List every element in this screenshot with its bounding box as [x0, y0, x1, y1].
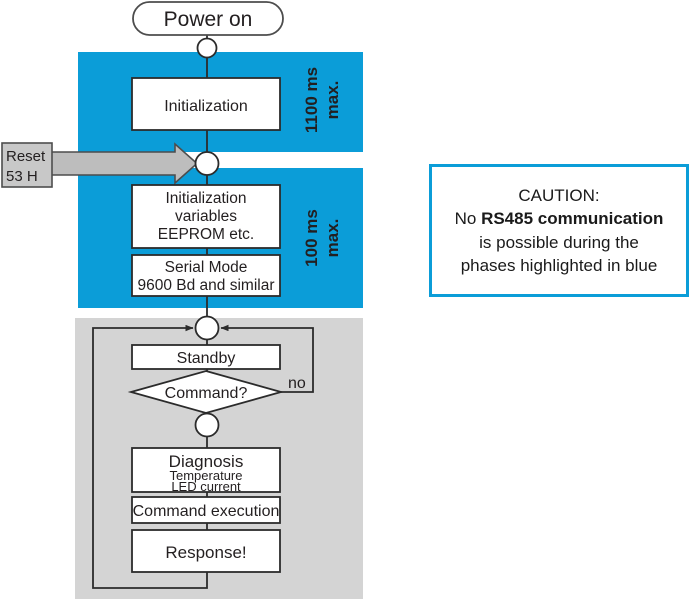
- diagnosis-node[interactable]: [131, 447, 281, 493]
- timing-annotation-100ms: 100 ms: [302, 209, 321, 267]
- serial-mode-node[interactable]: [131, 254, 281, 297]
- command-decision-label: Command?: [165, 385, 248, 402]
- reset-label-line1: Reset: [6, 148, 46, 165]
- command-execution-label: Command execution: [133, 503, 280, 520]
- command-execution-node[interactable]: [131, 496, 281, 524]
- timing-annotation-1100ms-max: max.: [323, 81, 342, 120]
- reset-arrow-icon: [49, 142, 199, 185]
- junction-circle-loop: [194, 315, 220, 341]
- response-loopback: [92, 324, 208, 589]
- reset-label-line2: 53 H: [6, 168, 38, 185]
- caution-line-1: CAUTION:: [518, 185, 600, 205]
- power-on-node[interactable]: [132, 1, 284, 36]
- serial-mode-line1: Serial Mode: [165, 259, 248, 276]
- power-on-label: Power on: [164, 8, 253, 31]
- caution-line-4: phases highlighted in blue: [460, 255, 658, 275]
- caution-line-3: is possible during the: [479, 232, 639, 252]
- timing-annotation-1100ms: 1100 ms: [302, 67, 321, 133]
- caution-line-2-prefix: No: [454, 209, 482, 229]
- init-variables-line3: EEPROM etc.: [158, 226, 254, 243]
- timing-annotation-100ms-max: max.: [323, 219, 342, 258]
- initialization-node[interactable]: [131, 77, 281, 131]
- caution-line-2-bold: RS485 communication: [481, 209, 664, 229]
- response-label: Response!: [165, 543, 246, 562]
- reset-node[interactable]: [1, 142, 53, 188]
- diagnosis-line2: Temperature: [170, 468, 243, 483]
- response-node[interactable]: [131, 529, 281, 573]
- standby-node[interactable]: [131, 344, 281, 370]
- diagnosis-line1: Diagnosis: [169, 452, 244, 471]
- junction-circle-reset: [194, 151, 220, 176]
- junction-circle-poweron: [196, 37, 218, 59]
- serial-mode-line2: 9600 Bd and similar: [138, 277, 275, 294]
- diagnosis-line3: LED current: [171, 479, 241, 494]
- init-variables-node[interactable]: [131, 184, 281, 249]
- no-branch-loop: [220, 324, 314, 393]
- caution-panel: CAUTION: No RS485 communication is possi…: [429, 164, 689, 297]
- standby-label: Standby: [177, 350, 236, 367]
- initialization-label: Initialization: [164, 98, 248, 115]
- caution-line-2: No RS485 communication: [455, 207, 664, 230]
- no-branch-label: no: [288, 375, 306, 392]
- junction-circle-yes: [194, 412, 220, 438]
- init-variables-line2: variables: [175, 208, 237, 225]
- init-variables-line1: Initialization: [166, 190, 247, 207]
